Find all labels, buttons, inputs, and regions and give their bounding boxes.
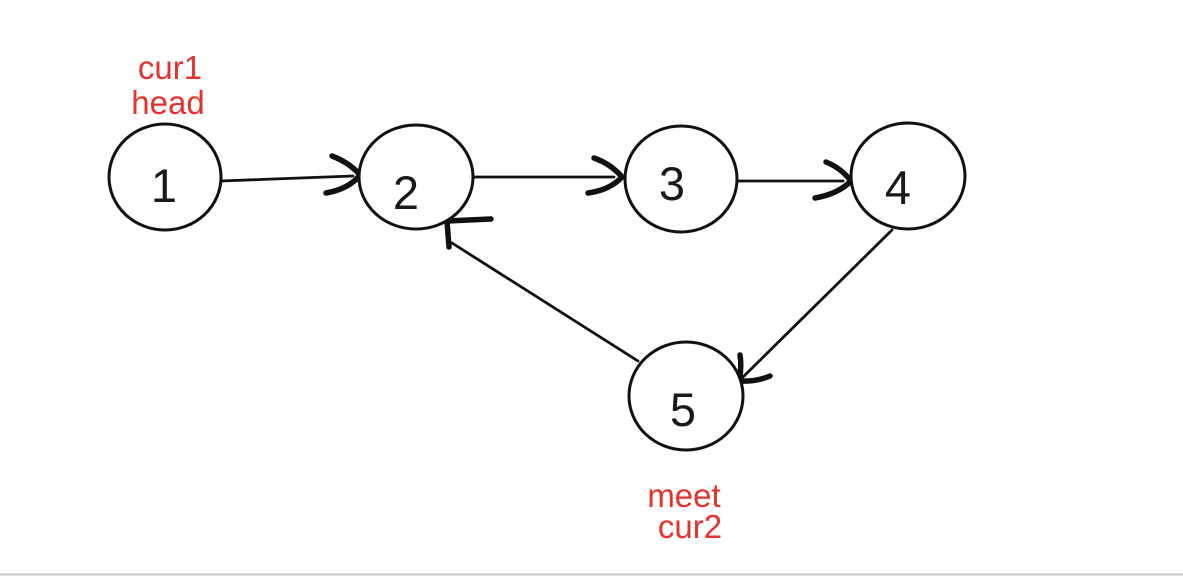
edge-1-2 [219,153,363,196]
node-3: 3 [623,124,739,234]
node-4-circle [849,121,967,231]
node-2-label: 2 [393,166,419,219]
edge-4-5 [736,228,894,384]
node-4: 4 [849,121,967,231]
edge-3-4 [735,159,854,201]
node-5: 5 [627,340,745,452]
edge-4-5-line [739,228,894,381]
edge-1-2-arrowhead [323,153,363,196]
node-5-circle [627,340,745,452]
annotation-cur2: cur2 [658,508,722,545]
node-2-circle [357,123,475,231]
node-2: 2 [357,123,475,231]
annotation-cur1: cur1 [138,49,202,86]
annotation-node-5: meet cur2 [647,477,722,545]
node-1-circle [107,122,223,232]
annotation-node-1: cur1 head [131,49,204,121]
node-4-label: 4 [885,161,911,214]
edge-3-4-arrowhead [812,159,854,201]
annotation-head: head [131,84,204,121]
edge-5-2-arrowhead [444,216,494,250]
node-1-label: 1 [151,159,177,212]
node-3-label: 3 [659,157,685,210]
node-3-circle [623,124,739,234]
edge-5-2-line [450,241,640,363]
edge-2-3-arrowhead [585,155,625,196]
node-5-label: 5 [670,383,696,436]
annotation-meet: meet [647,477,720,514]
edge-2-3 [471,155,625,196]
node-1: 1 [107,122,223,232]
edge-5-2 [444,216,640,363]
edge-1-2-line [219,174,355,183]
